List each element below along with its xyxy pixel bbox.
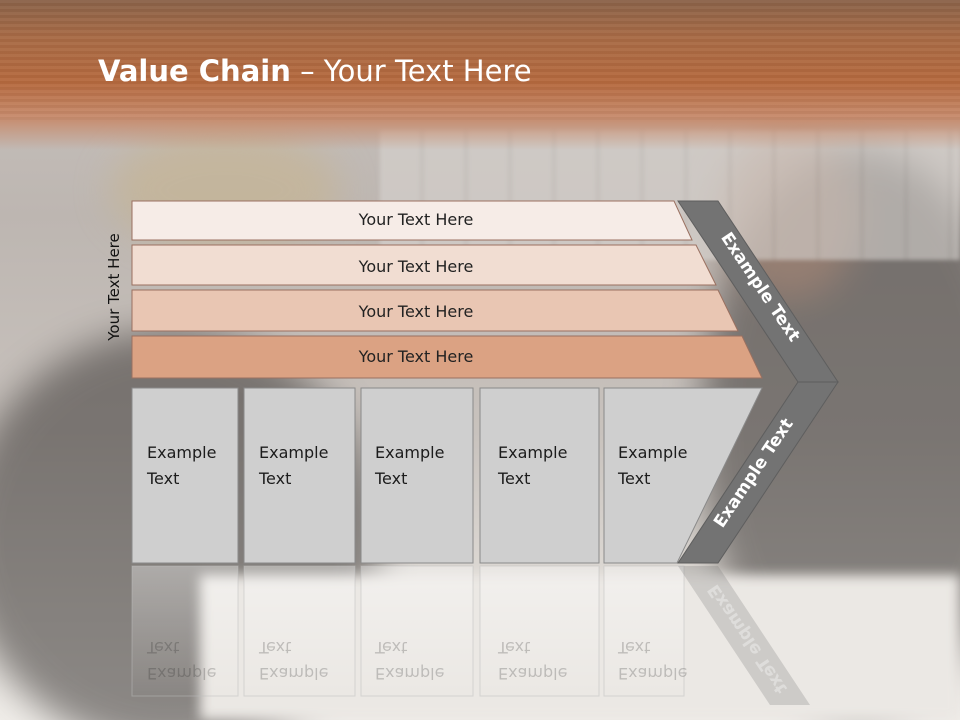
reflection-label-1-line1: Example — [147, 664, 217, 683]
activity-box-1-line2: Text — [147, 469, 180, 488]
reflection-label-3-line1: Example — [375, 664, 445, 683]
band-3 — [131, 289, 739, 332]
reflection-label-2-line2: Text — [259, 638, 292, 657]
activity-box-2-line1: Example — [259, 443, 329, 462]
reflection-label-3: Example Text — [375, 634, 444, 686]
title-bar-texture — [0, 0, 960, 120]
reflection-label-5: Example Text — [618, 634, 687, 686]
reflection-label-1: Example Text — [147, 634, 216, 686]
activity-box-4 — [479, 387, 600, 564]
activity-box-3 — [360, 387, 474, 564]
chevron-bottom — [677, 381, 839, 564]
title-bar — [0, 0, 960, 150]
reflection-label-4-line1: Example — [498, 664, 568, 683]
activity-box-4-line2: Text — [498, 469, 531, 488]
reflection-label-5-line2: Text — [618, 638, 651, 657]
activity-box-2-line2: Text — [259, 469, 292, 488]
reflection-box-2 — [243, 565, 356, 697]
activity-box-1 — [131, 387, 239, 564]
reflection-box-1 — [131, 565, 239, 697]
activity-box-5-line1: Example — [618, 443, 688, 462]
reflection-label-1-line2: Text — [147, 638, 180, 657]
activity-box-3-line1: Example — [375, 443, 445, 462]
band-1 — [131, 200, 693, 241]
chevron-reflection — [678, 566, 810, 705]
band-2-label: Your Text Here — [358, 257, 474, 276]
reflection-box-4 — [479, 565, 600, 697]
activity-box-2 — [243, 387, 356, 564]
band-3-label: Your Text Here — [358, 302, 474, 321]
band-1-label: Your Text Here — [358, 210, 474, 229]
band-2 — [131, 244, 717, 286]
reflection-label-2-line1: Example — [259, 664, 329, 683]
activity-box-5-line2: Text — [618, 469, 651, 488]
slide-title: Value Chain – Your Text Here — [98, 54, 532, 88]
reflection-label-5-line1: Example — [618, 664, 688, 683]
activity-box-3-line2: Text — [375, 469, 408, 488]
reflection-label-4-line2: Text — [498, 638, 531, 657]
slide-title-rest: – Your Text Here — [290, 54, 532, 88]
reflection-label-3-line2: Text — [375, 638, 408, 657]
reflection-label-2: Example Text — [259, 634, 328, 686]
chevron-reflection-label: Example Text — [704, 580, 792, 697]
slide-title-bold: Value Chain — [98, 54, 291, 88]
reflection-label-4: Example Text — [498, 634, 567, 686]
activity-box-5 — [603, 387, 763, 564]
band-4 — [131, 335, 763, 379]
reflection-box-3 — [360, 565, 474, 697]
activity-box-1-line1: Example — [147, 443, 217, 462]
activity-box-4-line1: Example — [498, 443, 568, 462]
reflection-box-5 — [603, 565, 685, 697]
band-4-label: Your Text Here — [358, 347, 474, 366]
